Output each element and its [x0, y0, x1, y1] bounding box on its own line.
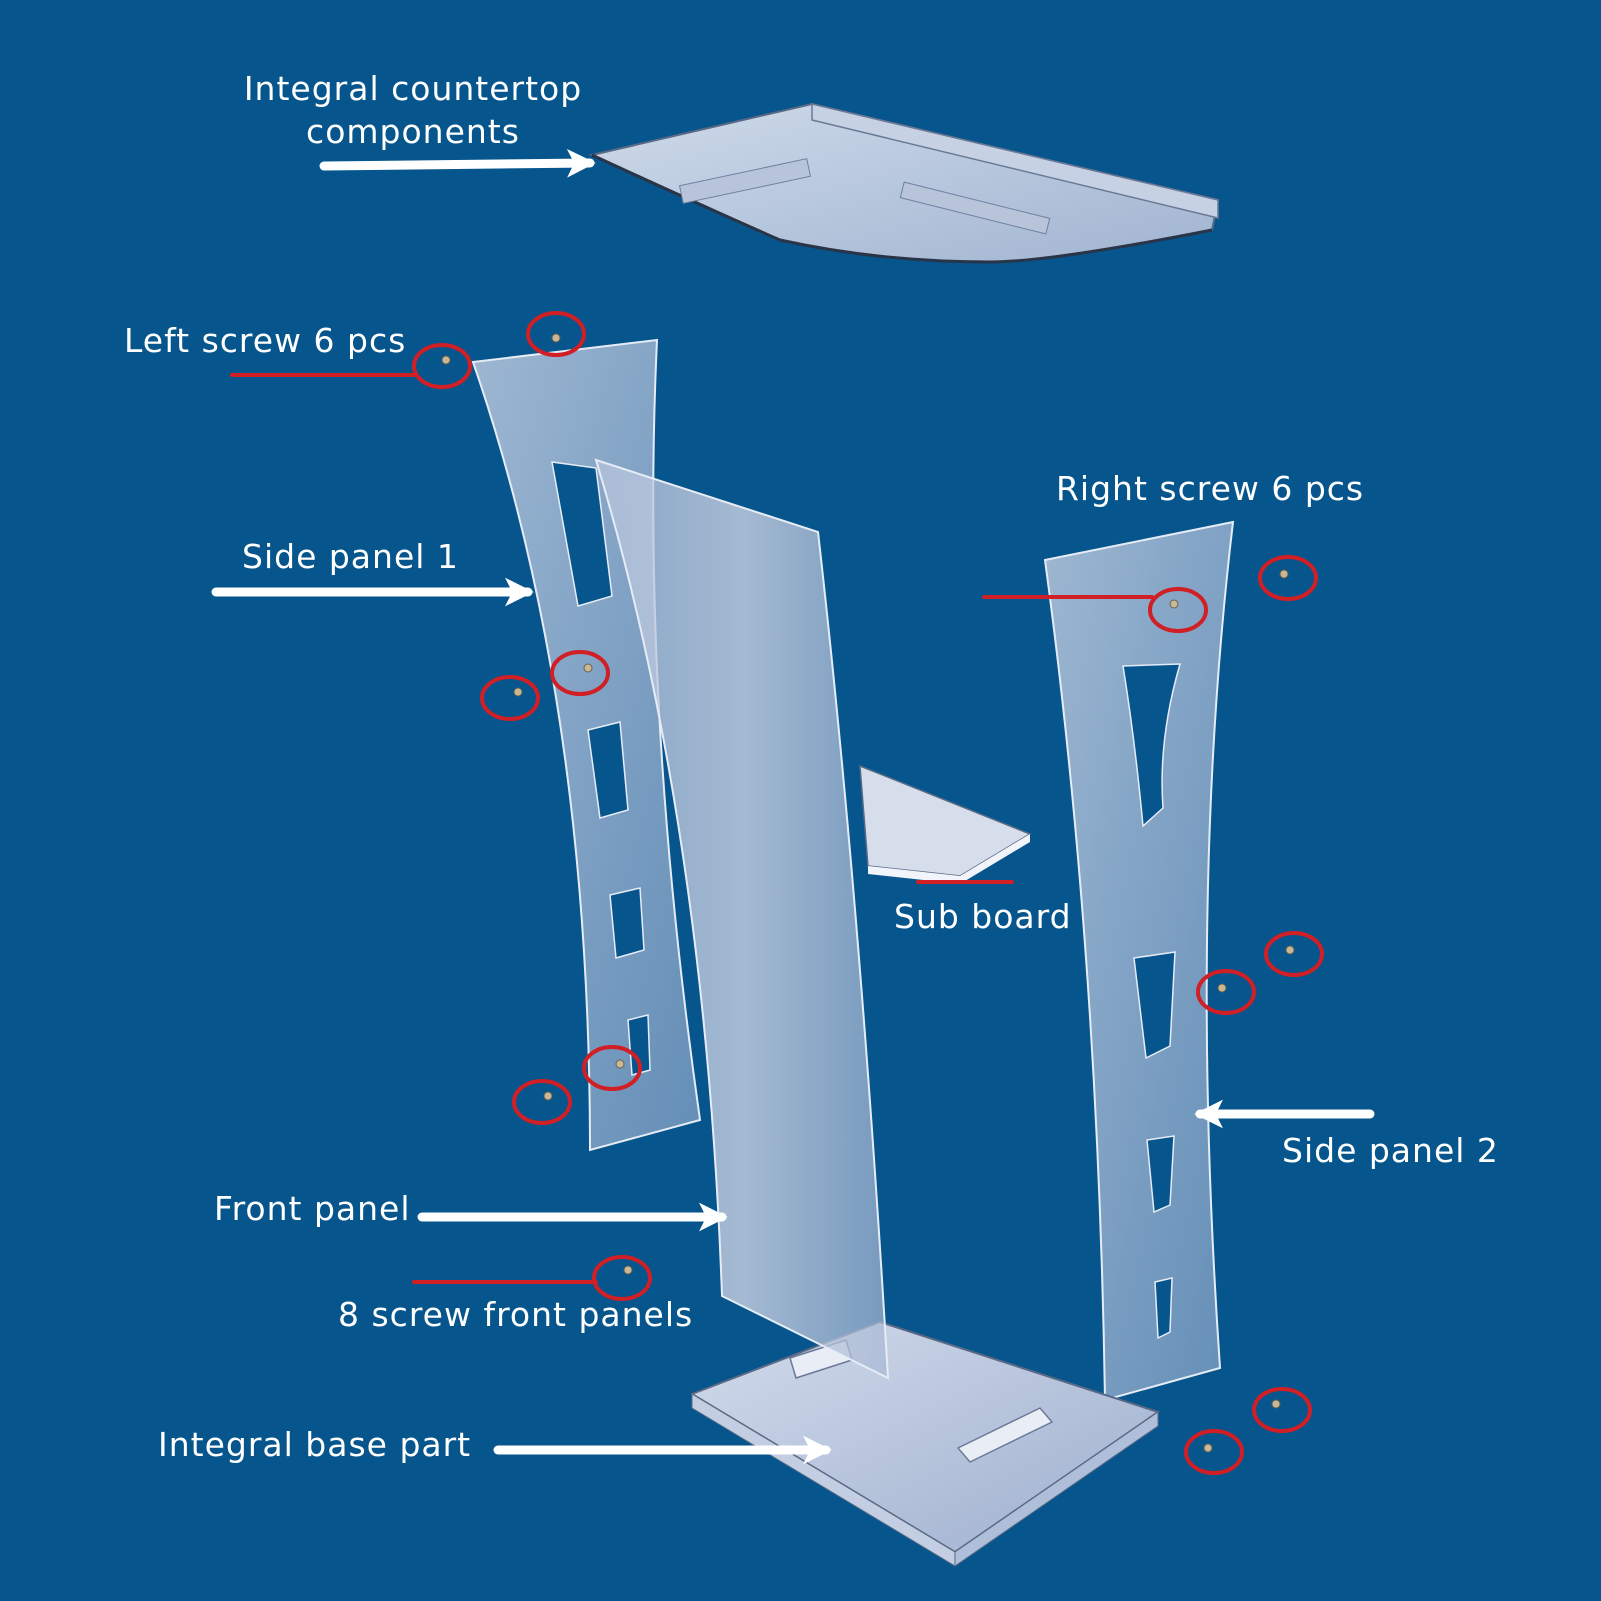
front-screws-label: 8 screw front panels [338, 1295, 694, 1334]
screw-marker [1196, 969, 1256, 1015]
sub-board [859, 764, 1032, 884]
countertop-label-line1: Integral countertop [243, 69, 583, 108]
screw-marker [550, 650, 610, 696]
sub-board-label: Sub board [894, 897, 1072, 936]
screw-marker [1148, 587, 1208, 633]
screw-markers [412, 311, 1324, 1475]
side-panel-2 [1043, 520, 1235, 1402]
countertop-label: Integral countertop components [238, 68, 588, 154]
screw-marker [480, 675, 540, 721]
screw-marker [512, 1079, 572, 1125]
front-panel [594, 458, 890, 1380]
screw-marker [582, 1045, 642, 1091]
callout-arrows [211, 148, 1375, 1465]
screw-leader-lines [230, 373, 1154, 1284]
screw-marker [526, 311, 586, 357]
side-panel-1-label: Side panel 1 [242, 537, 459, 576]
screw-marker [1252, 1387, 1312, 1433]
side-panel-2-label: Side panel 2 [1282, 1131, 1499, 1170]
screws [441, 333, 1295, 1453]
screw-marker [412, 343, 472, 389]
screw-marker [1258, 555, 1318, 601]
screw-marker [592, 1255, 652, 1301]
base-part-label: Integral base part [158, 1425, 472, 1464]
countertop-arrow [319, 148, 596, 178]
screw-marker [1264, 931, 1324, 977]
countertop-component [588, 102, 1220, 264]
left-screw-label: Left screw 6 pcs [124, 321, 407, 360]
front-panel-label: Front panel [214, 1189, 411, 1228]
right-screw-label: Right screw 6 pcs [1056, 469, 1365, 508]
integral-base-part [689, 1320, 1161, 1567]
screw-marker [1184, 1429, 1244, 1475]
countertop-label-line2: components [306, 111, 520, 151]
